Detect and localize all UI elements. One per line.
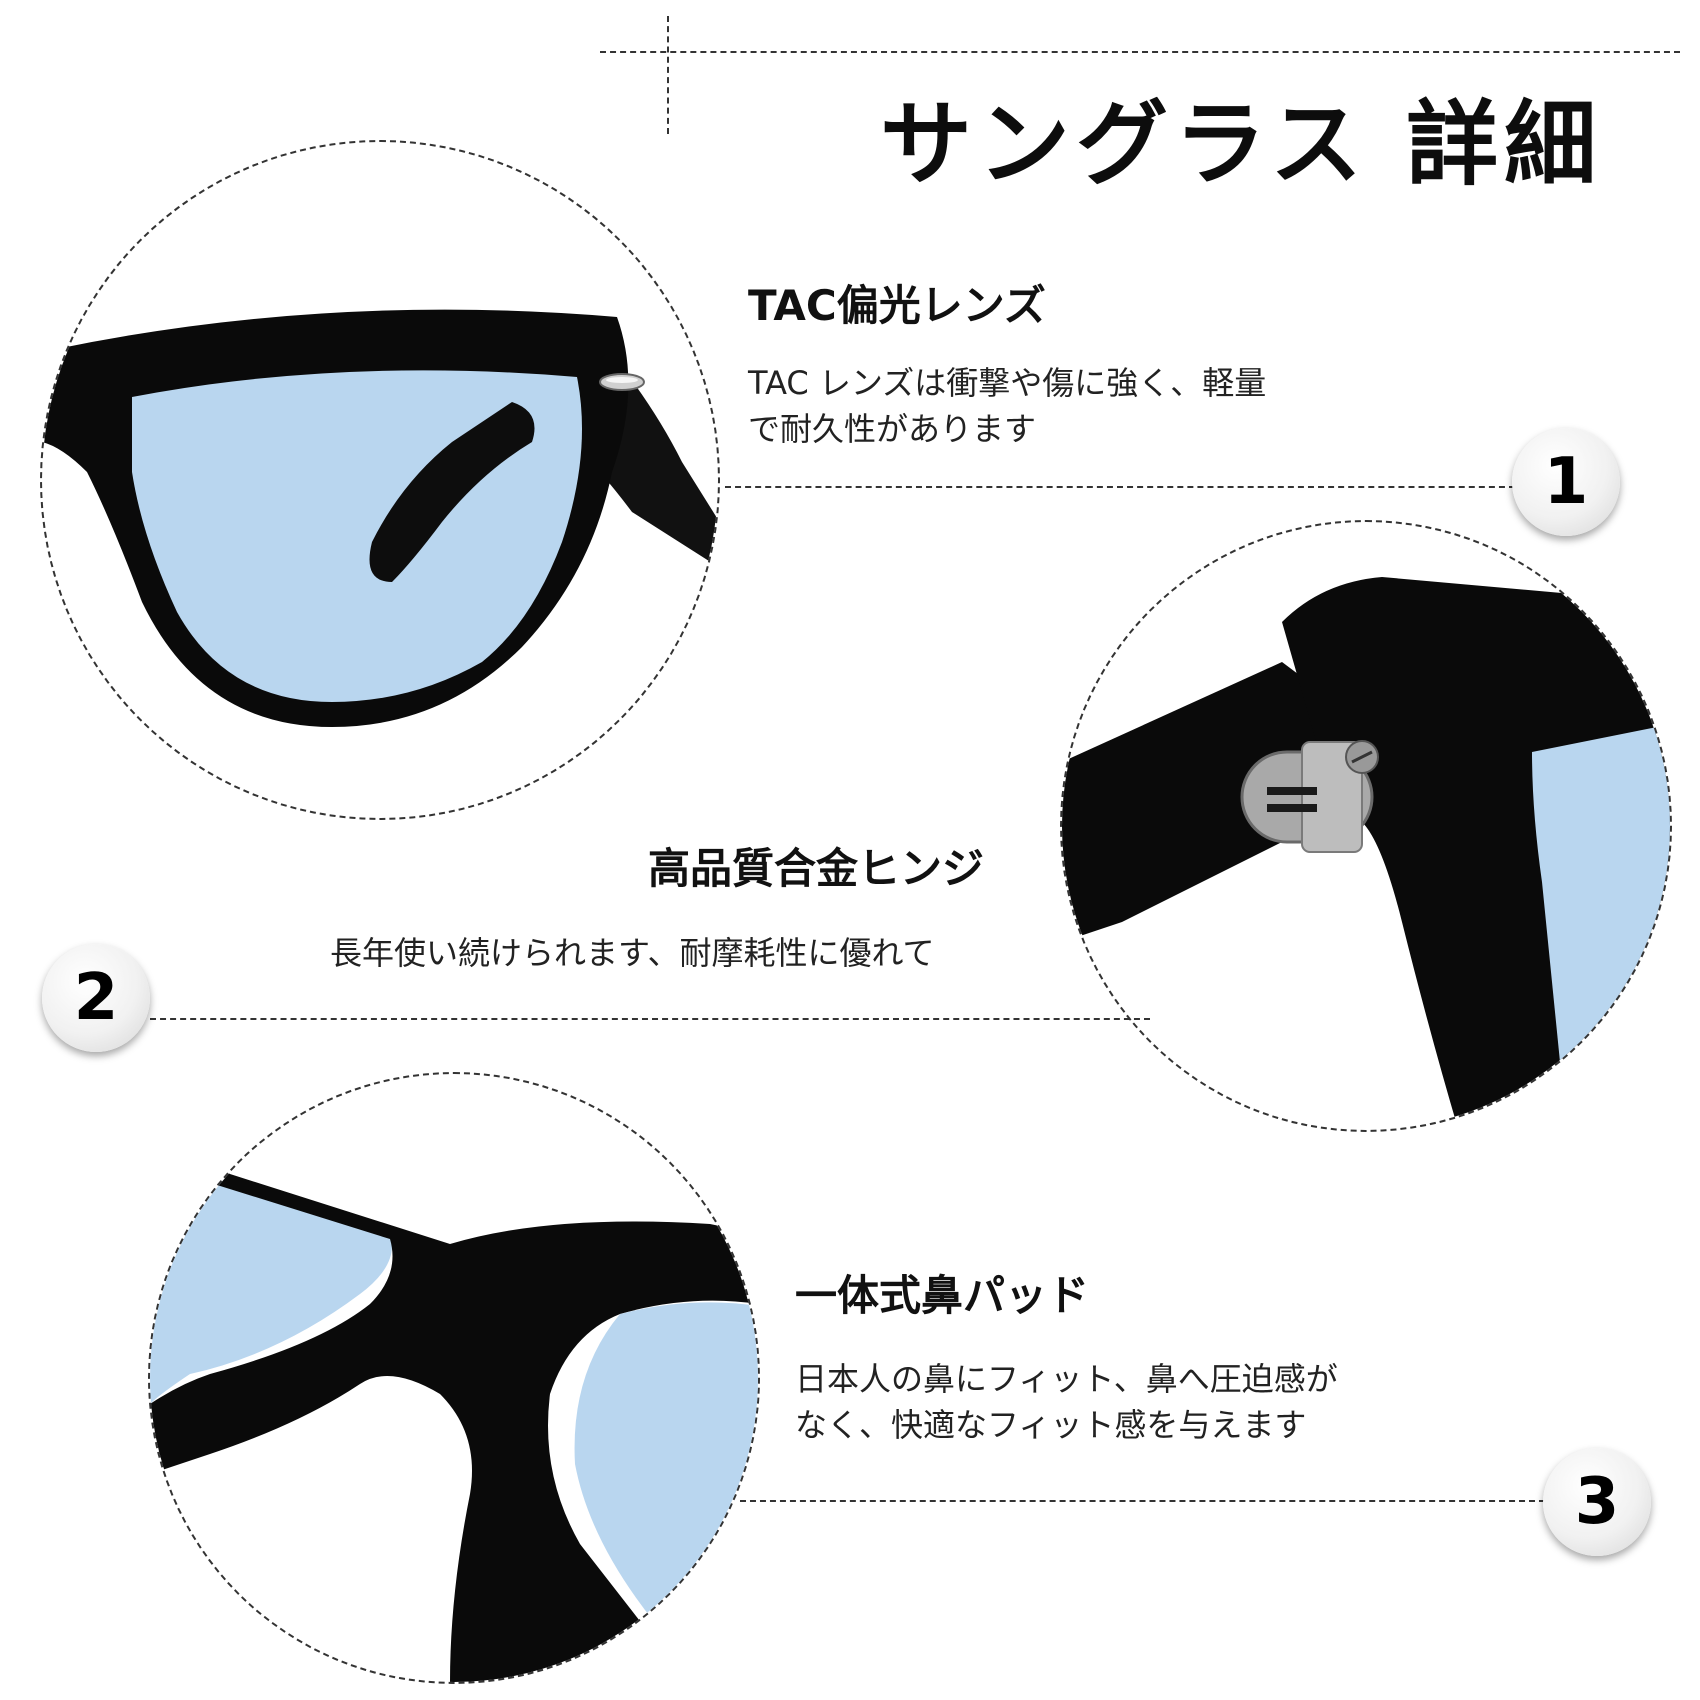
feature-3-description-line-2: なく、快適なフィット感を与えます xyxy=(795,1406,1307,1444)
feature-3-heading: 一体式鼻パッド xyxy=(795,1271,1090,1320)
feature-2-number-badge: 2 xyxy=(42,944,150,1052)
feature-1-description: TAC レンズは衝撃や傷に強く、軽量 で耐久性があります xyxy=(748,360,1266,452)
hinge-detail-image xyxy=(1060,520,1672,1132)
nose-pad-illustration xyxy=(150,1134,758,1682)
top-vertical-line xyxy=(667,16,669,134)
feature-2-heading: 高品質合金ヒンジ xyxy=(648,844,985,893)
feature-2-description-line-1: 長年使い続けられます、耐摩耗性に優れて xyxy=(330,934,935,972)
lens-illustration xyxy=(42,309,718,727)
hinge-illustration xyxy=(1062,577,1670,1130)
feature-3-description-line-1: 日本人の鼻にフィット、鼻へ圧迫感が xyxy=(795,1360,1338,1398)
feature-3-connector-line xyxy=(740,1500,1545,1502)
feature-1-connector-line xyxy=(725,486,1515,488)
nose-pad-detail-image xyxy=(148,1072,760,1684)
lens-detail-image xyxy=(40,140,720,820)
feature-1-number-badge: 1 xyxy=(1512,428,1620,536)
feature-1-heading: TAC偏光レンズ xyxy=(748,281,1046,330)
top-divider-line xyxy=(600,51,1680,53)
feature-3-number-badge: 3 xyxy=(1543,1448,1651,1556)
feature-1-description-line-1: TAC レンズは衝撃や傷に強く、軽量 xyxy=(748,364,1267,402)
feature-3-description: 日本人の鼻にフィット、鼻へ圧迫感が なく、快適なフィット感を与えます xyxy=(795,1356,1338,1448)
feature-2-connector-line xyxy=(150,1018,1150,1020)
page-title: サングラス 詳細 xyxy=(880,91,1603,198)
feature-1-description-line-2: で耐久性があります xyxy=(748,410,1037,448)
feature-2-description: 長年使い続けられます、耐摩耗性に優れて xyxy=(330,930,934,976)
